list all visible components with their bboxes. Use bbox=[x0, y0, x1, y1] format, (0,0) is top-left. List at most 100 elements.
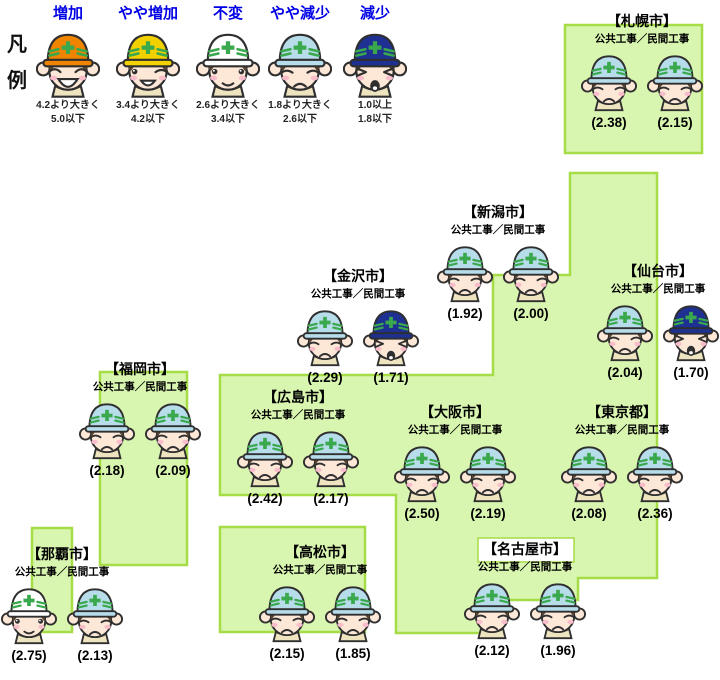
values-row: (2.75) (2.13) bbox=[0, 648, 132, 663]
city-name: 【東京都】 bbox=[587, 404, 657, 420]
values-row: (2.04) (1.70) bbox=[588, 365, 720, 380]
worker-face-icon bbox=[36, 25, 100, 99]
legend-range-line1: 3.4より大きく bbox=[116, 100, 180, 111]
private-works-face-icon bbox=[647, 48, 703, 112]
values-row: (1.92) (2.00) bbox=[428, 306, 568, 321]
faces-row bbox=[0, 581, 132, 645]
faces-row bbox=[228, 424, 368, 488]
public-works-face-icon bbox=[297, 303, 353, 367]
values-row: (2.42) (2.17) bbox=[228, 491, 368, 506]
city-block-sapporo: 【札幌市】 公共工事／民間工事 (2.38) (2.15) bbox=[572, 12, 712, 130]
city-name: 【福岡市】 bbox=[105, 361, 175, 377]
legend-item: 減少 1.0以上 1.8以下 bbox=[334, 4, 416, 127]
city-name: 【高松市】 bbox=[285, 544, 355, 560]
works-type-label: 公共工事／民間工事 bbox=[450, 224, 546, 236]
legend-range-line1: 1.0以上 bbox=[358, 100, 392, 111]
city-block-sendai: 【仙台市】 公共工事／民間工事 (2.04) (1.70) bbox=[588, 262, 720, 380]
public-works-value: (2.75) bbox=[11, 648, 47, 663]
works-type-label: 公共工事／民間工事 bbox=[594, 33, 690, 45]
public-works-value: (2.50) bbox=[404, 506, 440, 521]
legend-item: やや減少 1.8より大きく 2.6以下 bbox=[259, 4, 341, 127]
city-block-niigata: 【新潟市】 公共工事／民間工事 (1.92) (2.00) bbox=[428, 203, 568, 321]
private-works-value: (1.96) bbox=[540, 643, 576, 658]
works-type-label: 公共工事／民間工事 bbox=[574, 424, 670, 436]
public-works-face-icon bbox=[561, 439, 617, 503]
public-works-face-icon bbox=[259, 579, 315, 643]
private-works-face-icon bbox=[145, 396, 201, 460]
works-type-label: 公共工事／民間工事 bbox=[610, 283, 706, 295]
map-region-honshu bbox=[218, 171, 659, 635]
city-block-hiroshima: 【広島市】 公共工事／民間工事 (2.42) (2.17) bbox=[228, 388, 368, 506]
city-block-takamatsu: 【高松市】 公共工事／民間工事 (2.15) (1.85) bbox=[250, 543, 390, 661]
public-works-face-icon bbox=[464, 576, 520, 640]
legend-range-line1: 1.8より大きく bbox=[268, 100, 332, 111]
private-works-face-icon bbox=[363, 303, 419, 367]
public-works-value: (2.15) bbox=[269, 646, 305, 661]
worker-face-icon bbox=[196, 25, 260, 99]
public-works-face-icon bbox=[581, 48, 637, 112]
city-block-fukuoka: 【福岡市】 公共工事／民間工事 (2.18) (2.09) bbox=[70, 360, 210, 478]
private-works-value: (2.17) bbox=[313, 491, 349, 506]
city-name: 【札幌市】 bbox=[607, 13, 677, 29]
public-works-value: (2.42) bbox=[247, 491, 283, 506]
private-works-value: (2.00) bbox=[513, 306, 549, 321]
faces-row bbox=[70, 396, 210, 460]
private-works-face-icon bbox=[67, 581, 123, 645]
public-works-value: (2.18) bbox=[89, 463, 125, 478]
values-row: (2.29) (1.71) bbox=[288, 370, 428, 385]
faces-row bbox=[572, 48, 712, 112]
public-works-value: (1.92) bbox=[447, 306, 483, 321]
values-row: (2.38) (2.15) bbox=[572, 115, 712, 130]
works-type-label: 公共工事／民間工事 bbox=[92, 381, 188, 393]
public-works-value: (2.29) bbox=[307, 370, 343, 385]
private-works-value: (1.85) bbox=[335, 646, 371, 661]
public-works-value: (2.12) bbox=[474, 643, 510, 658]
works-type-label: 公共工事／民間工事 bbox=[250, 409, 346, 421]
public-works-face-icon bbox=[437, 239, 493, 303]
legend-range-line1: 4.2より大きく bbox=[36, 100, 100, 111]
private-works-value: (1.71) bbox=[373, 370, 409, 385]
private-works-value: (2.19) bbox=[470, 506, 506, 521]
legend-category-label: 不変 bbox=[212, 5, 243, 22]
private-works-value: (2.13) bbox=[77, 648, 113, 663]
public-works-value: (2.08) bbox=[571, 506, 607, 521]
private-works-face-icon bbox=[325, 579, 381, 643]
private-works-face-icon bbox=[303, 424, 359, 488]
worker-face-icon bbox=[116, 25, 180, 99]
legend-range-line2: 3.4以下 bbox=[211, 114, 245, 125]
worker-face-icon bbox=[343, 25, 407, 99]
city-block-tokyo: 【東京都】 公共工事／民間工事 (2.08) (2.36) bbox=[552, 403, 692, 521]
faces-row bbox=[385, 439, 525, 503]
public-works-face-icon bbox=[597, 298, 653, 362]
private-works-face-icon bbox=[530, 576, 586, 640]
city-block-naha: 【那覇市】 公共工事／民間工事 (2.75) (2.13) bbox=[0, 545, 132, 663]
legend-category-label: やや増加 bbox=[117, 5, 178, 22]
private-works-face-icon bbox=[627, 439, 683, 503]
city-name: 【那覇市】 bbox=[27, 546, 97, 562]
works-type-label: 公共工事／民間工事 bbox=[310, 288, 406, 300]
city-block-osaka: 【大阪市】 公共工事／民間工事 (2.50) (2.19) bbox=[385, 403, 525, 521]
legend-range-line1: 2.6より大きく bbox=[196, 100, 260, 111]
private-works-value: (2.15) bbox=[657, 115, 693, 130]
city-block-kanazawa: 【金沢市】 公共工事／民間工事 (2.29) (1.71) bbox=[288, 267, 428, 385]
legend-category-label: 減少 bbox=[359, 5, 390, 22]
works-type-label: 公共工事／民間工事 bbox=[407, 424, 503, 436]
city-block-nagoya: 【名古屋市】 公共工事／民間工事 (2.12) (1.96) bbox=[455, 540, 595, 658]
values-row: (2.15) (1.85) bbox=[250, 646, 390, 661]
legend-item: やや増加 3.4より大きく 4.2以下 bbox=[107, 4, 189, 127]
legend-range-line2: 1.8以下 bbox=[358, 114, 392, 125]
legend-category-label: やや減少 bbox=[269, 5, 330, 22]
legend-range-line2: 2.6以下 bbox=[283, 114, 317, 125]
city-name: 【名古屋市】 bbox=[483, 541, 567, 557]
faces-row bbox=[428, 239, 568, 303]
legend-item: 不変 2.6より大きく 3.4以下 bbox=[187, 4, 269, 127]
public-works-face-icon bbox=[237, 424, 293, 488]
works-type-label: 公共工事／民間工事 bbox=[272, 564, 368, 576]
works-type-label: 公共工事／民間工事 bbox=[14, 566, 110, 578]
nagoya-label-chip bbox=[477, 537, 575, 563]
works-type-label: 公共工事／民間工事 bbox=[477, 561, 573, 573]
city-name: 【広島市】 bbox=[263, 389, 333, 405]
worker-face-icon bbox=[268, 25, 332, 99]
faces-row bbox=[250, 579, 390, 643]
